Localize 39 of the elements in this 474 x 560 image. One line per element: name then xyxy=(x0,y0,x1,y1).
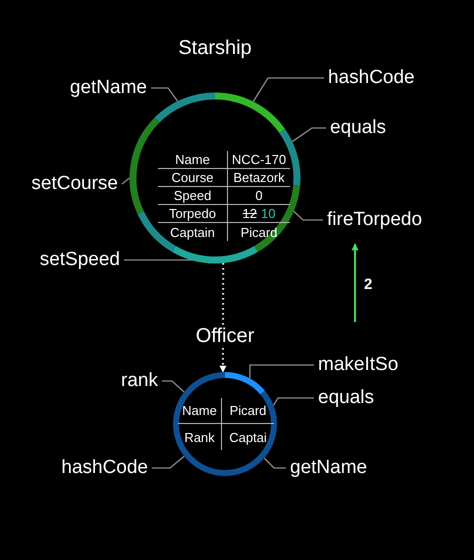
leader-line xyxy=(162,380,184,392)
table-cell: Course xyxy=(172,170,214,185)
leader-line xyxy=(122,178,130,184)
table-cell: NCC-170 xyxy=(232,152,286,167)
method-label: hashCode xyxy=(328,67,415,89)
method-label: setSpeed xyxy=(40,249,120,271)
method-label: fireTorpedo xyxy=(327,209,422,231)
method-label: getName xyxy=(290,457,368,479)
table-cell: Name xyxy=(175,152,210,167)
table-cell: 10 xyxy=(261,206,276,221)
leader-line xyxy=(249,364,314,378)
leader-line xyxy=(272,397,314,406)
table-cell: Captai xyxy=(229,430,267,444)
method-label: equals xyxy=(318,387,374,409)
leader-line xyxy=(151,87,178,102)
leader-line xyxy=(152,456,185,469)
table-cell: Captain xyxy=(170,224,215,240)
class-title: Officer xyxy=(194,325,256,347)
leader-line xyxy=(292,127,326,142)
table-cell: 12 xyxy=(242,206,257,221)
method-label: hashCode xyxy=(61,457,148,479)
table-cell: Betazork xyxy=(233,170,285,185)
leader-line xyxy=(293,210,323,221)
table-cell: Name xyxy=(182,403,217,418)
table-cell: Torpedo xyxy=(169,206,216,221)
table-cell: Picard xyxy=(230,403,266,418)
method-label: rank xyxy=(121,370,158,392)
table-cell: Speed xyxy=(174,188,212,203)
leader-line xyxy=(264,458,286,469)
arrow xyxy=(352,243,358,322)
method-label: makeItSo xyxy=(318,354,398,376)
table-cell: Rank xyxy=(184,430,215,444)
method-label: equals xyxy=(330,117,386,139)
table-cell: Picard xyxy=(240,224,278,240)
method-label: setCourse xyxy=(31,173,118,195)
method-label: getName xyxy=(70,77,147,99)
table-cell: 0 xyxy=(255,188,263,203)
leader-line xyxy=(252,77,324,102)
class-title: Starship xyxy=(177,37,253,59)
